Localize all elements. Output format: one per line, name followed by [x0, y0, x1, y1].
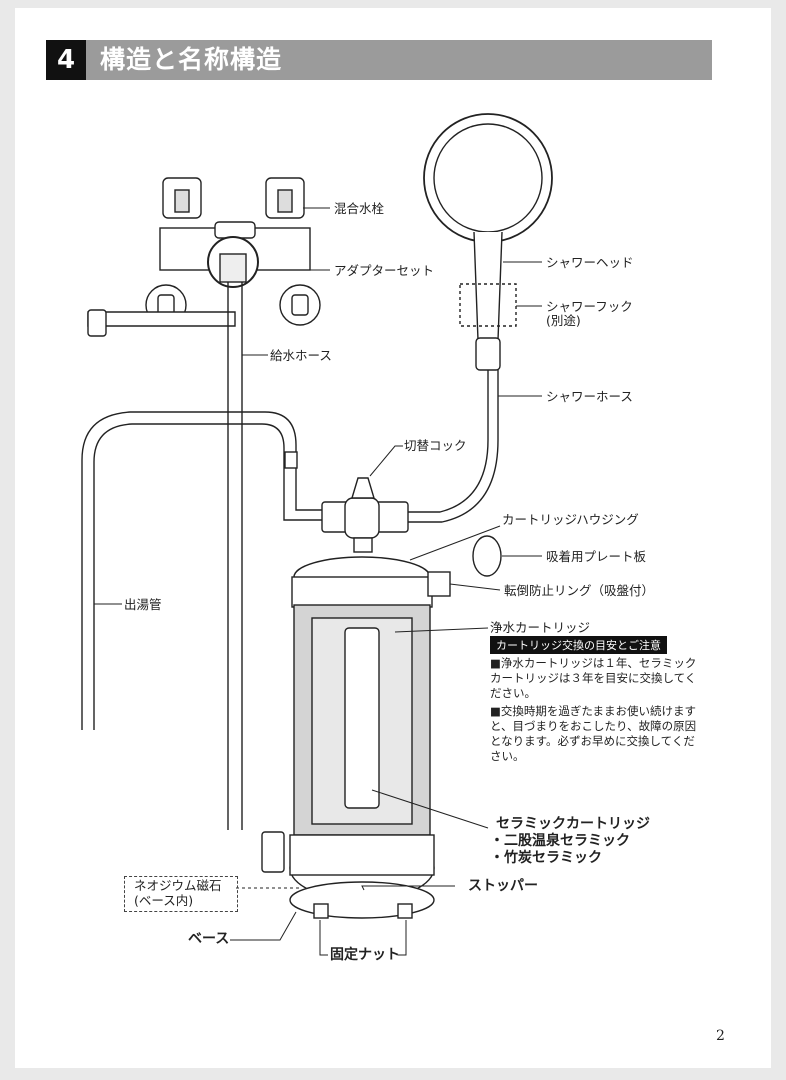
section-number: 4 [46, 40, 86, 80]
label-ceramic-item-2: ・竹炭セラミック [490, 850, 602, 866]
shower-hose-line [408, 368, 499, 523]
label-anti-tip-ring: 転倒防止リング（吸盤付） [504, 583, 655, 598]
page-number: 2 [716, 1028, 725, 1044]
cartridge-housing-illustration [261, 556, 451, 919]
label-purifier-cartridge: 浄水カートリッジ [490, 620, 591, 635]
label-shower-hook: シャワーフック [546, 299, 633, 314]
label-ceramic-cartridge: セラミックカートリッジ [496, 816, 650, 832]
neodymium-box [124, 876, 238, 912]
label-faucet: 混合水栓 [334, 201, 385, 216]
notice-header: カートリッジ交換の目安とご注意 [490, 636, 667, 654]
notice-item-2: ■交換時期を過ぎたままお使い続けますと、目づまりをおこしたり、故障の原因となりま… [490, 704, 697, 763]
label-shower-hose: シャワーホース [546, 389, 633, 404]
label-cartridge-housing: カートリッジハウジング [502, 512, 639, 527]
label-base: ベース [188, 931, 230, 947]
label-shower-hook-note: (別途) [546, 313, 581, 328]
label-shower-head: シャワーヘッド [546, 255, 634, 270]
label-hot-water-pipe: 出湯管 [124, 597, 162, 612]
label-switch-cock: 切替コック [404, 438, 467, 453]
label-ceramic-item-1: ・二股温泉セラミック [490, 833, 630, 849]
notice-item-1: ■浄水カートリッジは１年、セラミックカートリッジは３年を目安に交換してください。 [490, 656, 697, 700]
label-supply-hose: 給水ホース [270, 348, 332, 363]
section-title: 構造と名称構造 [100, 45, 283, 74]
section-header: 4 構造と名称構造 [46, 40, 712, 80]
supply-hose-line [227, 282, 243, 830]
shower-head-illustration [423, 113, 553, 371]
label-fixing-nut: 固定ナット [330, 947, 400, 963]
faucet-illustration [87, 177, 321, 337]
label-neodymium-note: (ベース内) [134, 893, 194, 908]
label-stopper: ストッパー [468, 878, 538, 894]
label-neodymium-magnet: ネオジウム磁石 [134, 878, 222, 893]
label-suction-plate: 吸着用プレート板 [546, 549, 647, 564]
label-adapter-set: アダプターセット [334, 263, 435, 278]
suction-plate-illustration [472, 535, 502, 577]
hot-water-pipe-line [81, 411, 325, 730]
switch-cock-illustration [321, 477, 409, 553]
leader-lines [94, 207, 542, 956]
